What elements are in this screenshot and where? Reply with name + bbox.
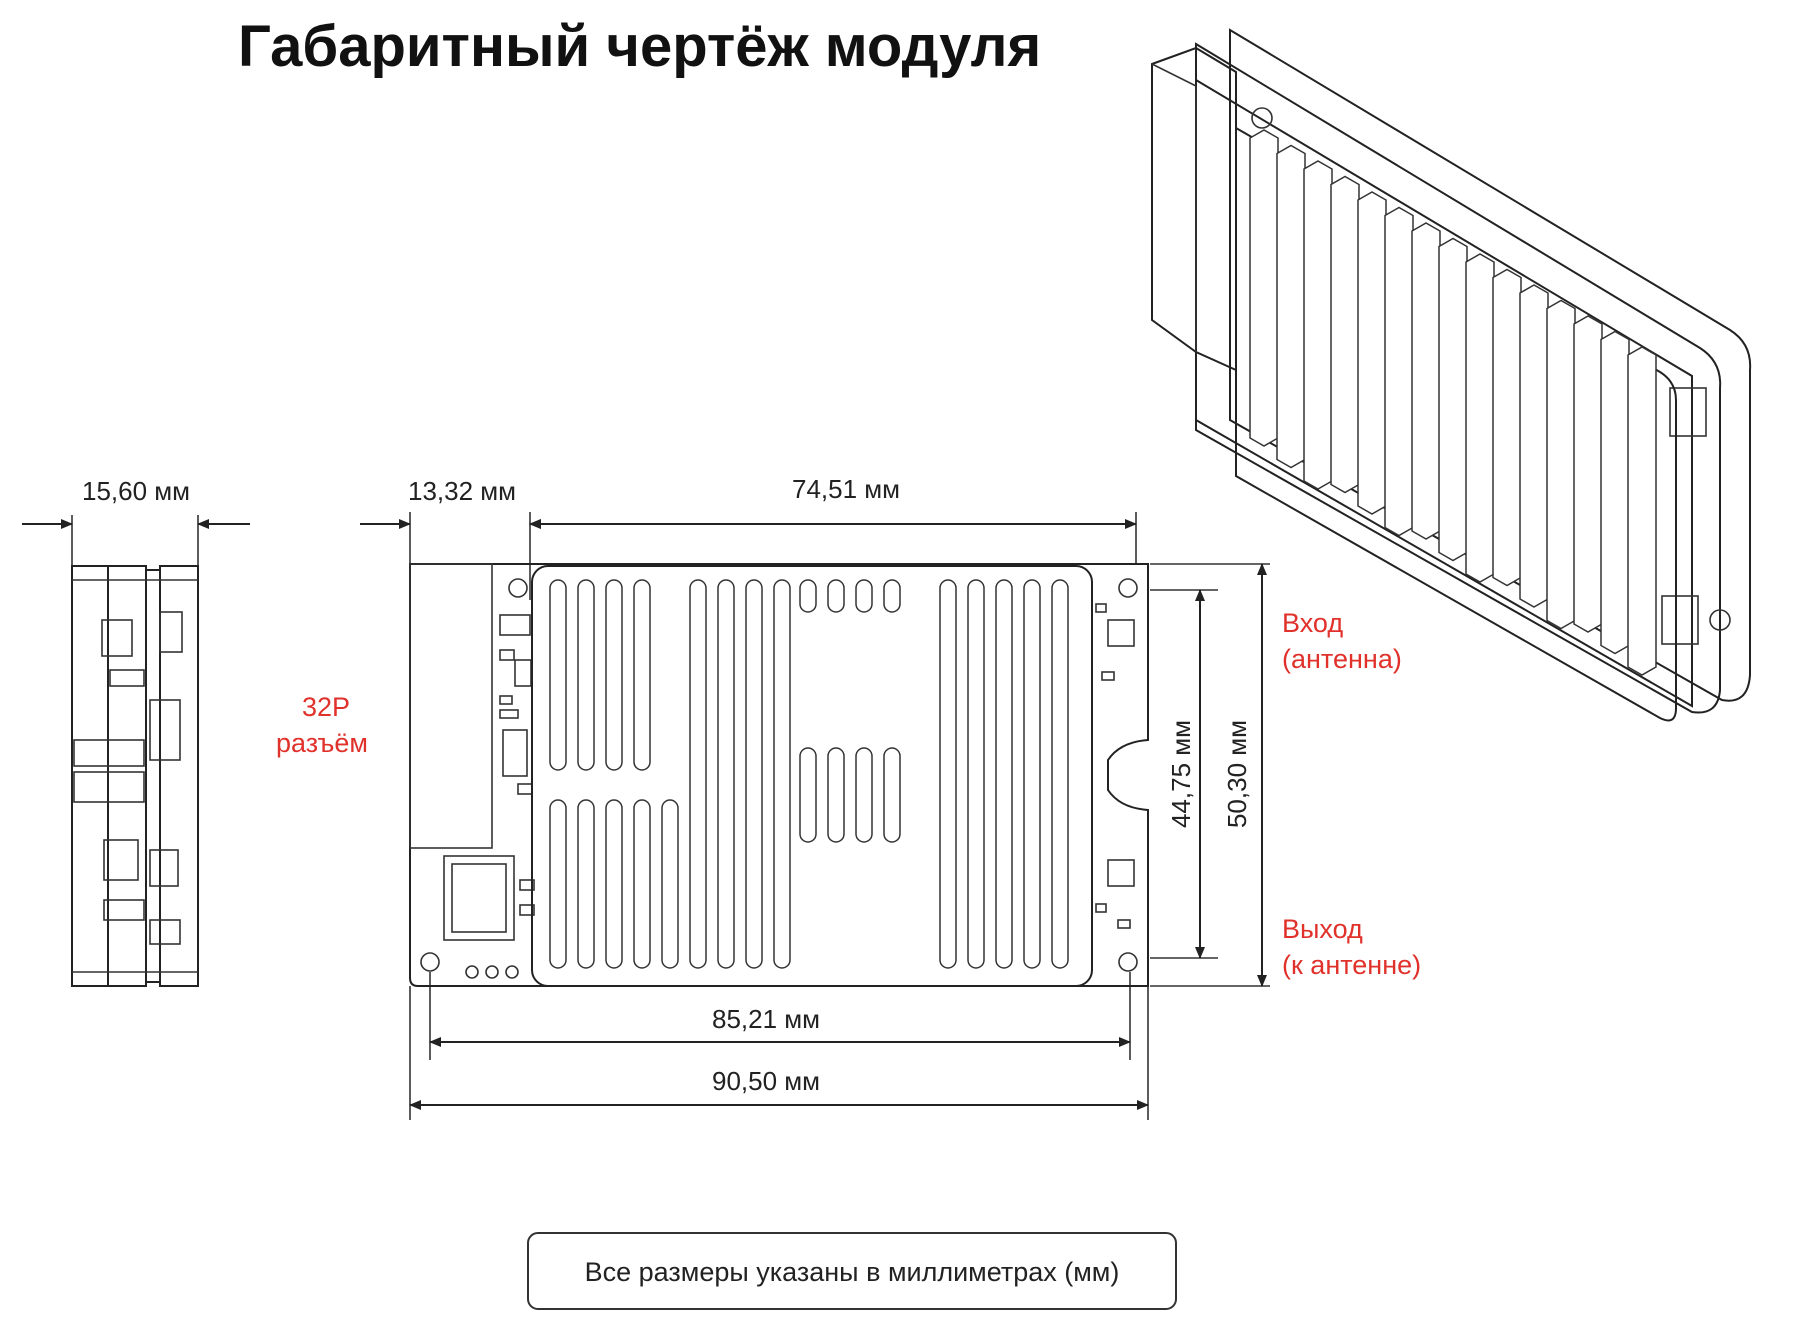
board-width-label: 90,50 мм [712, 1066, 820, 1096]
units-note: Все размеры указаны в миллиметрах (мм) [585, 1257, 1120, 1287]
connector-label-line1: 32P [302, 692, 350, 722]
hole-pitch-horizontal-label: 85,21 мм [712, 1004, 820, 1034]
connector-label-line2: разъём [276, 728, 368, 758]
page-title: Габаритный чертёж модуля [238, 14, 1041, 79]
side-view: 15,60 мм [22, 476, 250, 987]
input-label-line1: Вход [1282, 608, 1343, 638]
side-thickness-label: 15,60 мм [82, 476, 190, 506]
top-view: 13,32 мм 74,51 мм 44,75 мм 50,30 мм 85,2… [360, 474, 1270, 1120]
board-height-label: 50,30 мм [1222, 720, 1252, 828]
heatsink-fins [549, 579, 1069, 969]
output-label-line1: Выход [1282, 914, 1363, 944]
output-label-line2: (к антенне) [1282, 950, 1421, 980]
isometric-heatsink-fins [1249, 129, 1657, 676]
connector-offset-label: 13,32 мм [408, 476, 516, 506]
isometric-view [1151, 28, 1752, 722]
input-label-line2: (антенна) [1282, 644, 1402, 674]
hole-pitch-vertical-label: 44,75 мм [1166, 720, 1196, 828]
heatsink-width-label: 74,51 мм [792, 474, 900, 504]
units-note-box [527, 1232, 1177, 1310]
